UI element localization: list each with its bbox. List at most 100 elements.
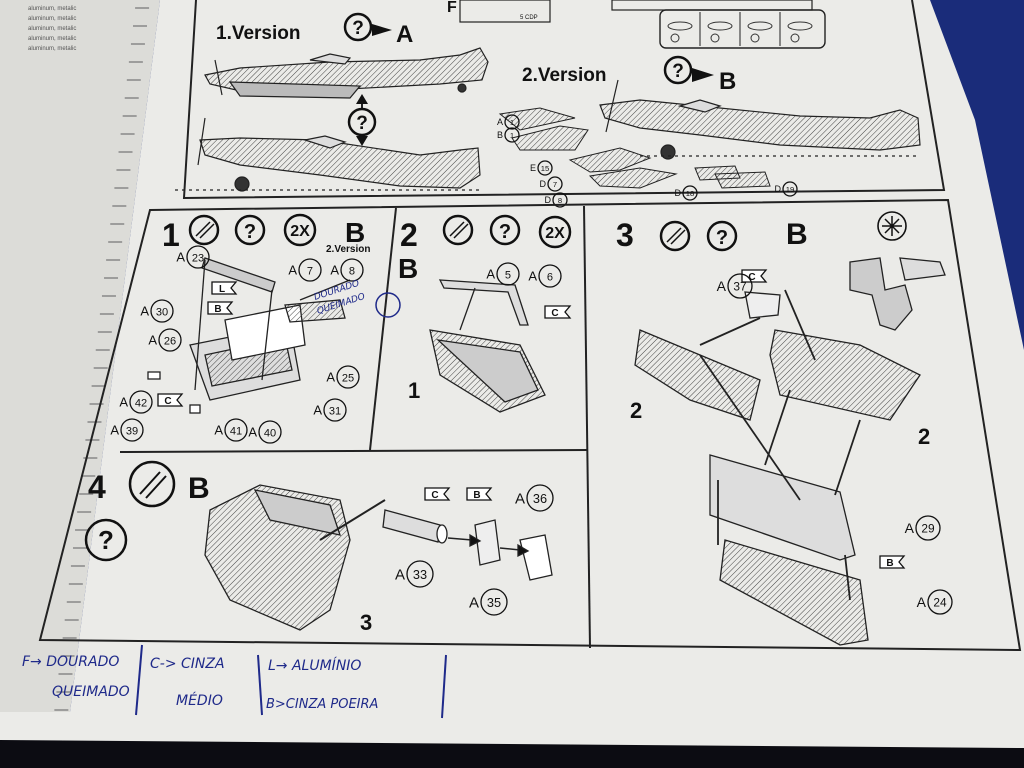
svg-text:?: ? — [244, 221, 256, 243]
help-icon — [489, 214, 521, 246]
part-letter: D — [675, 188, 682, 198]
color-flag-letter: C — [431, 490, 438, 501]
part-number: 33 — [413, 567, 427, 582]
part-number-circle — [224, 418, 248, 442]
part-number-circle — [927, 589, 953, 615]
part-number-circle — [727, 273, 753, 299]
version-1-label: 1.Version — [216, 23, 301, 44]
step-2-ref: 1 — [408, 378, 420, 403]
paint-icon — [877, 211, 907, 241]
version-2-letter: B — [719, 68, 736, 95]
part-number-circle — [340, 258, 364, 282]
help-icon — [234, 214, 266, 246]
color-flag-letter: B — [214, 304, 221, 315]
part-letter: E — [530, 163, 536, 173]
part-number-circle — [915, 515, 941, 541]
part-number: 39 — [126, 425, 138, 437]
color-flag: C — [741, 269, 768, 283]
part-callout: A 24 — [917, 589, 953, 615]
part-number: 35 — [487, 595, 501, 610]
part-letter: A — [326, 370, 335, 385]
left-page-ruler — [54, 7, 150, 711]
part-number-circle — [129, 390, 153, 414]
part-number-circle — [186, 245, 210, 269]
part-number-circle — [406, 560, 434, 588]
svg-text:MÉDIO: MÉDIO — [176, 692, 223, 709]
part-letter: A — [313, 403, 322, 418]
version-1-letter: A — [396, 21, 413, 48]
quantity-badge — [283, 213, 317, 247]
svg-text:2X: 2X — [545, 225, 565, 242]
part-number-circle — [323, 398, 347, 422]
part-number: 8 — [558, 196, 562, 205]
svg-text:?: ? — [352, 18, 364, 39]
step-3-version-letter: B — [786, 218, 808, 251]
part-number: 7 — [307, 265, 313, 277]
step-2-version-letter: B — [398, 253, 418, 284]
part-number: 24 — [933, 596, 947, 610]
part-number: 8 — [349, 265, 355, 277]
part-number-circle — [298, 258, 322, 282]
part-number: 7 — [553, 180, 557, 189]
engine-parts-drawing — [147, 257, 351, 414]
step-1-version-sub: 2.Version — [326, 244, 370, 255]
part-letter: A — [528, 269, 537, 284]
version-2-label: 2.Version — [522, 65, 607, 86]
part-letter: A — [288, 263, 297, 278]
svg-text:aluminum, metalic: aluminum, metalic — [28, 16, 76, 22]
part-callout: A 30 — [140, 299, 174, 323]
engine-with-supercharger-drawing — [204, 484, 553, 631]
aircraft-version-b-icon — [599, 79, 921, 160]
help-icon — [663, 55, 693, 85]
step-1-number: 1 — [162, 217, 180, 253]
svg-text:C: C — [551, 308, 558, 319]
part-letter: D — [775, 184, 782, 194]
part-number-circle — [480, 588, 508, 616]
part-number: 42 — [135, 397, 147, 409]
decal-chart — [659, 9, 826, 49]
part-callout: A 42 — [119, 390, 153, 414]
part-letter: A — [119, 395, 128, 410]
header-letter: F — [447, 0, 457, 16]
part-number: 23 — [192, 252, 204, 264]
part-number-circle — [496, 262, 520, 286]
part-number-circle — [336, 365, 360, 389]
color-flag-letter: C — [748, 272, 755, 283]
svg-text:aluminum, metalic: aluminum, metalic — [28, 46, 76, 52]
svg-text:?: ? — [98, 525, 114, 555]
part-number-circle — [537, 160, 553, 176]
svg-text:QUEIMADO: QUEIMADO — [52, 684, 130, 700]
part-number: 5 — [505, 269, 511, 281]
help-icon — [84, 518, 128, 562]
help-icon — [347, 107, 377, 137]
part-letter: A — [330, 263, 339, 278]
step-3-number: 3 — [616, 217, 634, 253]
part-number: 25 — [342, 372, 354, 384]
left-page — [0, 0, 160, 712]
step-3-ref: 2 — [630, 398, 642, 423]
svg-text:?: ? — [716, 227, 728, 249]
legend-f: F→ DOURADO — [22, 654, 119, 670]
part-letter: A — [140, 304, 149, 319]
legend-l: L→ ALUMÍNIO — [268, 657, 361, 674]
part-letter: A — [917, 594, 927, 610]
part-number: 30 — [156, 306, 168, 318]
part-letter: D — [540, 179, 547, 189]
color-flag: B — [207, 301, 234, 315]
steps-frame — [38, 198, 1022, 652]
svg-text:aluminum, metalic: aluminum, metalic — [28, 6, 76, 12]
part-number: 1 — [510, 131, 514, 140]
step-1-version-letter: B — [345, 217, 365, 248]
